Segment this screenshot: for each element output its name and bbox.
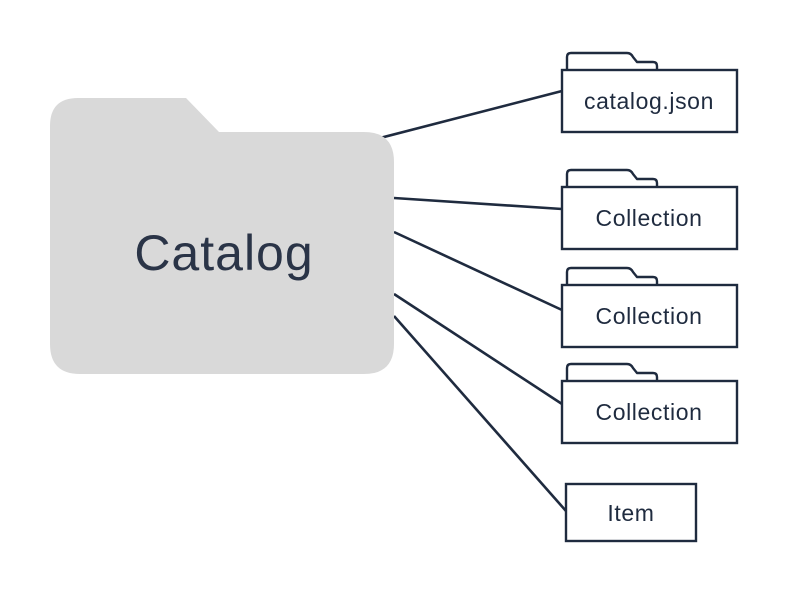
connector-catalog-json [379,89,563,140]
catalog-json-label: catalog.json [584,88,714,114]
catalog-folder[interactable]: Catalog [50,98,394,374]
collection-label-2: Collection [596,303,703,329]
connector-collection-2 [393,230,563,312]
connector-item [393,315,567,512]
item-label: Item [607,500,654,526]
collection-label-3: Collection [596,399,703,425]
folder-tab-icon [565,51,659,70]
collection-box-2 [560,283,739,349]
connector-collection-3 [393,292,563,406]
folder-tab-icon [565,266,659,285]
collection-box-3 [560,379,739,445]
catalog-json-folder[interactable]: catalog.json [560,51,739,134]
item-box[interactable]: Item [564,482,698,543]
item-box-rect [564,482,698,543]
folder-tab-icon [565,168,659,187]
connector-collection-1 [393,196,563,211]
collection-box-1 [560,185,739,251]
catalog-folder-label: Catalog [134,225,313,281]
catalog-folder-icon [50,98,394,374]
collection-folder-2[interactable]: Collection [560,266,739,349]
collection-label-1: Collection [596,205,703,231]
catalog-json-box [560,68,739,134]
folder-tab-icon [565,362,659,381]
collection-folder-3[interactable]: Collection [560,362,739,445]
connectors [379,89,567,512]
collection-folder-1[interactable]: Collection [560,168,739,251]
